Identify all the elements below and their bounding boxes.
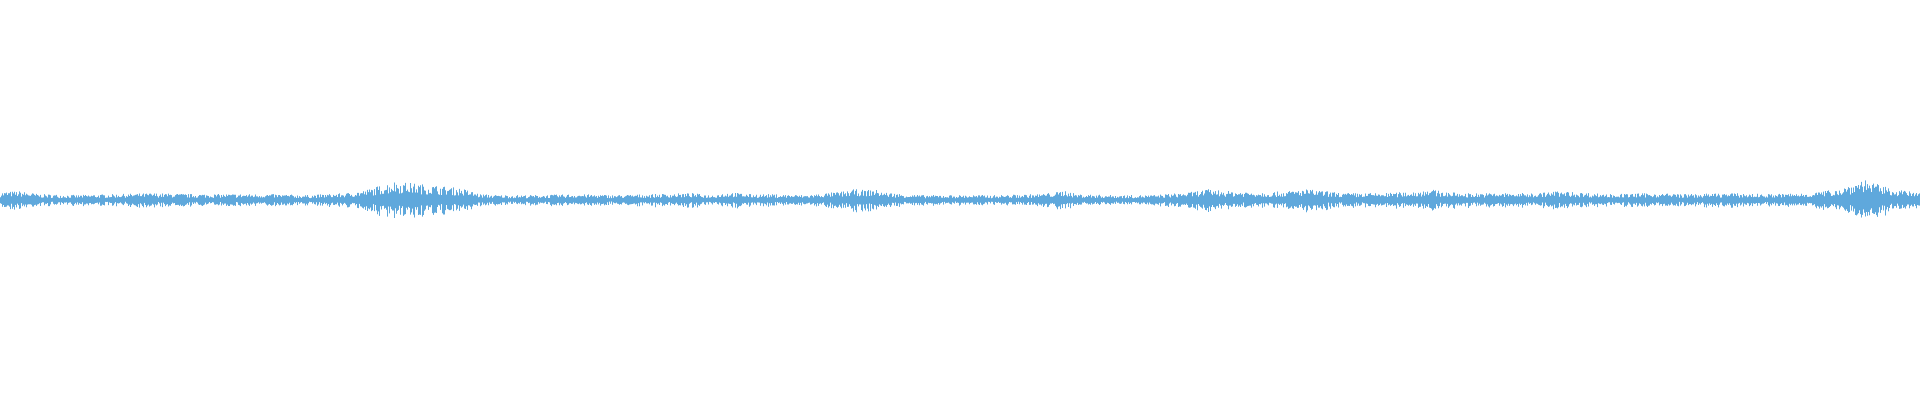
waveform-path xyxy=(0,180,1920,218)
waveform-series xyxy=(0,180,1920,218)
